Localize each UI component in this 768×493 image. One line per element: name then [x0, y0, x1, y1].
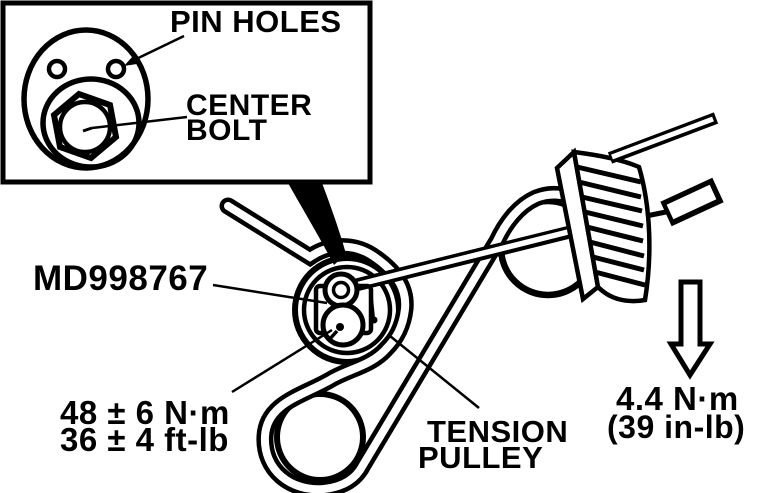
- center-bolt-leader-line: [91, 115, 188, 130]
- side-stub-handle: [645, 177, 724, 227]
- center-bolt-label-line1: CENTER: [186, 89, 313, 122]
- tool-number-leader-line: [212, 283, 328, 305]
- center-bolt-leader-tip: [82, 126, 93, 133]
- pin-spanner-tool: [313, 271, 378, 348]
- center-bolt-torque-ftlb: 36 ± 4 ft-lb: [60, 421, 229, 458]
- center-bolt-torque-leader-line: [231, 328, 333, 394]
- grip-ribs: [576, 164, 646, 288]
- center-bolt-hex: [50, 90, 120, 162]
- belt-tension-torque-inlb: (39 in-lb): [607, 409, 746, 445]
- pin-holes-leader-arrowhead: [124, 56, 137, 66]
- upper-handle-core: [611, 116, 714, 160]
- tool-center-dot: [336, 323, 344, 331]
- center-bolt-label: CENTER BOLT: [186, 89, 313, 147]
- tension-pulley-label-line2: PULLEY: [418, 440, 544, 475]
- tool-handle-rod: [350, 223, 580, 293]
- center-bolt-label-line2: BOLT: [186, 114, 268, 147]
- ribbed-grip: [554, 147, 652, 304]
- tool-part-number-label: MD998767: [33, 259, 209, 298]
- stub-grip-core: [666, 184, 717, 220]
- pin-holes-label: PIN HOLES: [170, 4, 342, 39]
- stub-neck: [645, 209, 667, 219]
- tension-pulley-inner-ring: [301, 264, 393, 356]
- inset-pointer-wedge: [288, 183, 346, 265]
- tension-pulley-label-line1: TENSION: [427, 414, 569, 449]
- tool-right-pin-dot: [370, 316, 378, 324]
- belt-tension-torque-nm: 4.4 N·m: [616, 380, 739, 417]
- pin-hole-right: [105, 58, 127, 80]
- tool-right-pin: [369, 297, 375, 319]
- center-bolt-torque-spec: 48 ± 6 N·m 36 ± 4 ft-lb: [60, 394, 230, 458]
- torque-down-arrow-icon: [666, 279, 715, 380]
- inset-detail-box: [0, 0, 373, 185]
- pin-holes-leader-line: [129, 34, 185, 64]
- pin-hole-left: [46, 58, 68, 80]
- tension-pulley-leader-line: [389, 335, 480, 409]
- upper-handle-rod: [607, 112, 719, 164]
- center-bolt-torque-nm: 48 ± 6 N·m: [60, 394, 230, 431]
- tool-handle-rod-core: [351, 227, 577, 289]
- tool-center-dot-tail: [326, 329, 339, 343]
- tool-upper-ring-hole: [331, 280, 351, 300]
